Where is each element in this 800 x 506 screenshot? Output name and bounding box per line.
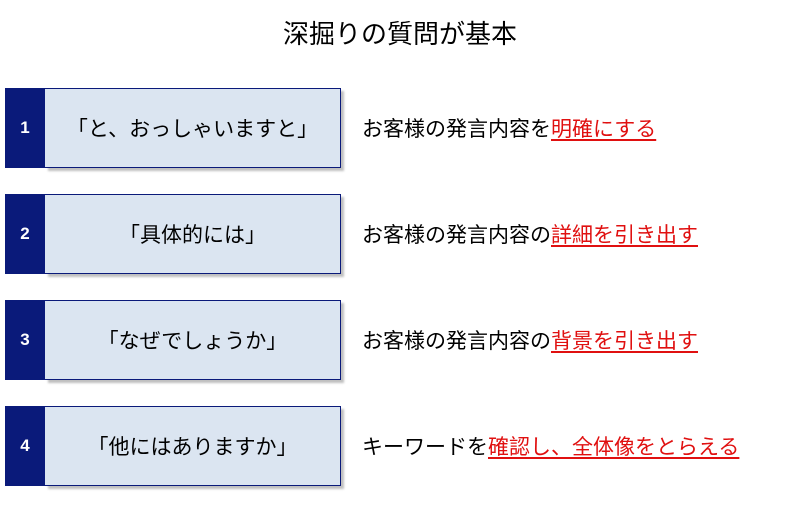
question-box: 「と、おっしゃいますと」 [45,88,341,168]
question-row-4: 4 「他にはありますか」 [5,406,341,486]
description-highlight: 詳細を引き出す [551,223,698,247]
row-number: 2 [5,194,45,274]
description-text: お客様の発言内容の [362,329,551,353]
description-4: キーワードを確認し、全体像をとらえる [362,406,797,486]
description-text: お客様の発言内容の [362,223,551,247]
description-text: お客様の発言内容を [362,117,551,141]
description-highlight: 明確にする [551,117,657,141]
description-2: お客様の発言内容の詳細を引き出す [362,194,797,274]
question-box: 「具体的には」 [45,194,341,274]
question-box: 「他にはありますか」 [45,406,341,486]
row-number: 3 [5,300,45,380]
row-number: 1 [5,88,45,168]
description-highlight: 確認し、全体像をとらえる [488,435,740,459]
description-1: お客様の発言内容を明確にする [362,88,797,168]
description-text: キーワードを [362,435,488,459]
question-box: 「なぜでしょうか」 [45,300,341,380]
question-row-2: 2 「具体的には」 [5,194,341,274]
description-highlight: 背景を引き出す [551,329,698,353]
page-title: 深掘りの質問が基本 [282,20,517,50]
question-row-3: 3 「なぜでしょうか」 [5,300,341,380]
row-number: 4 [5,406,45,486]
question-row-1: 1 「と、おっしゃいますと」 [5,88,341,168]
description-3: お客様の発言内容の背景を引き出す [362,300,797,380]
